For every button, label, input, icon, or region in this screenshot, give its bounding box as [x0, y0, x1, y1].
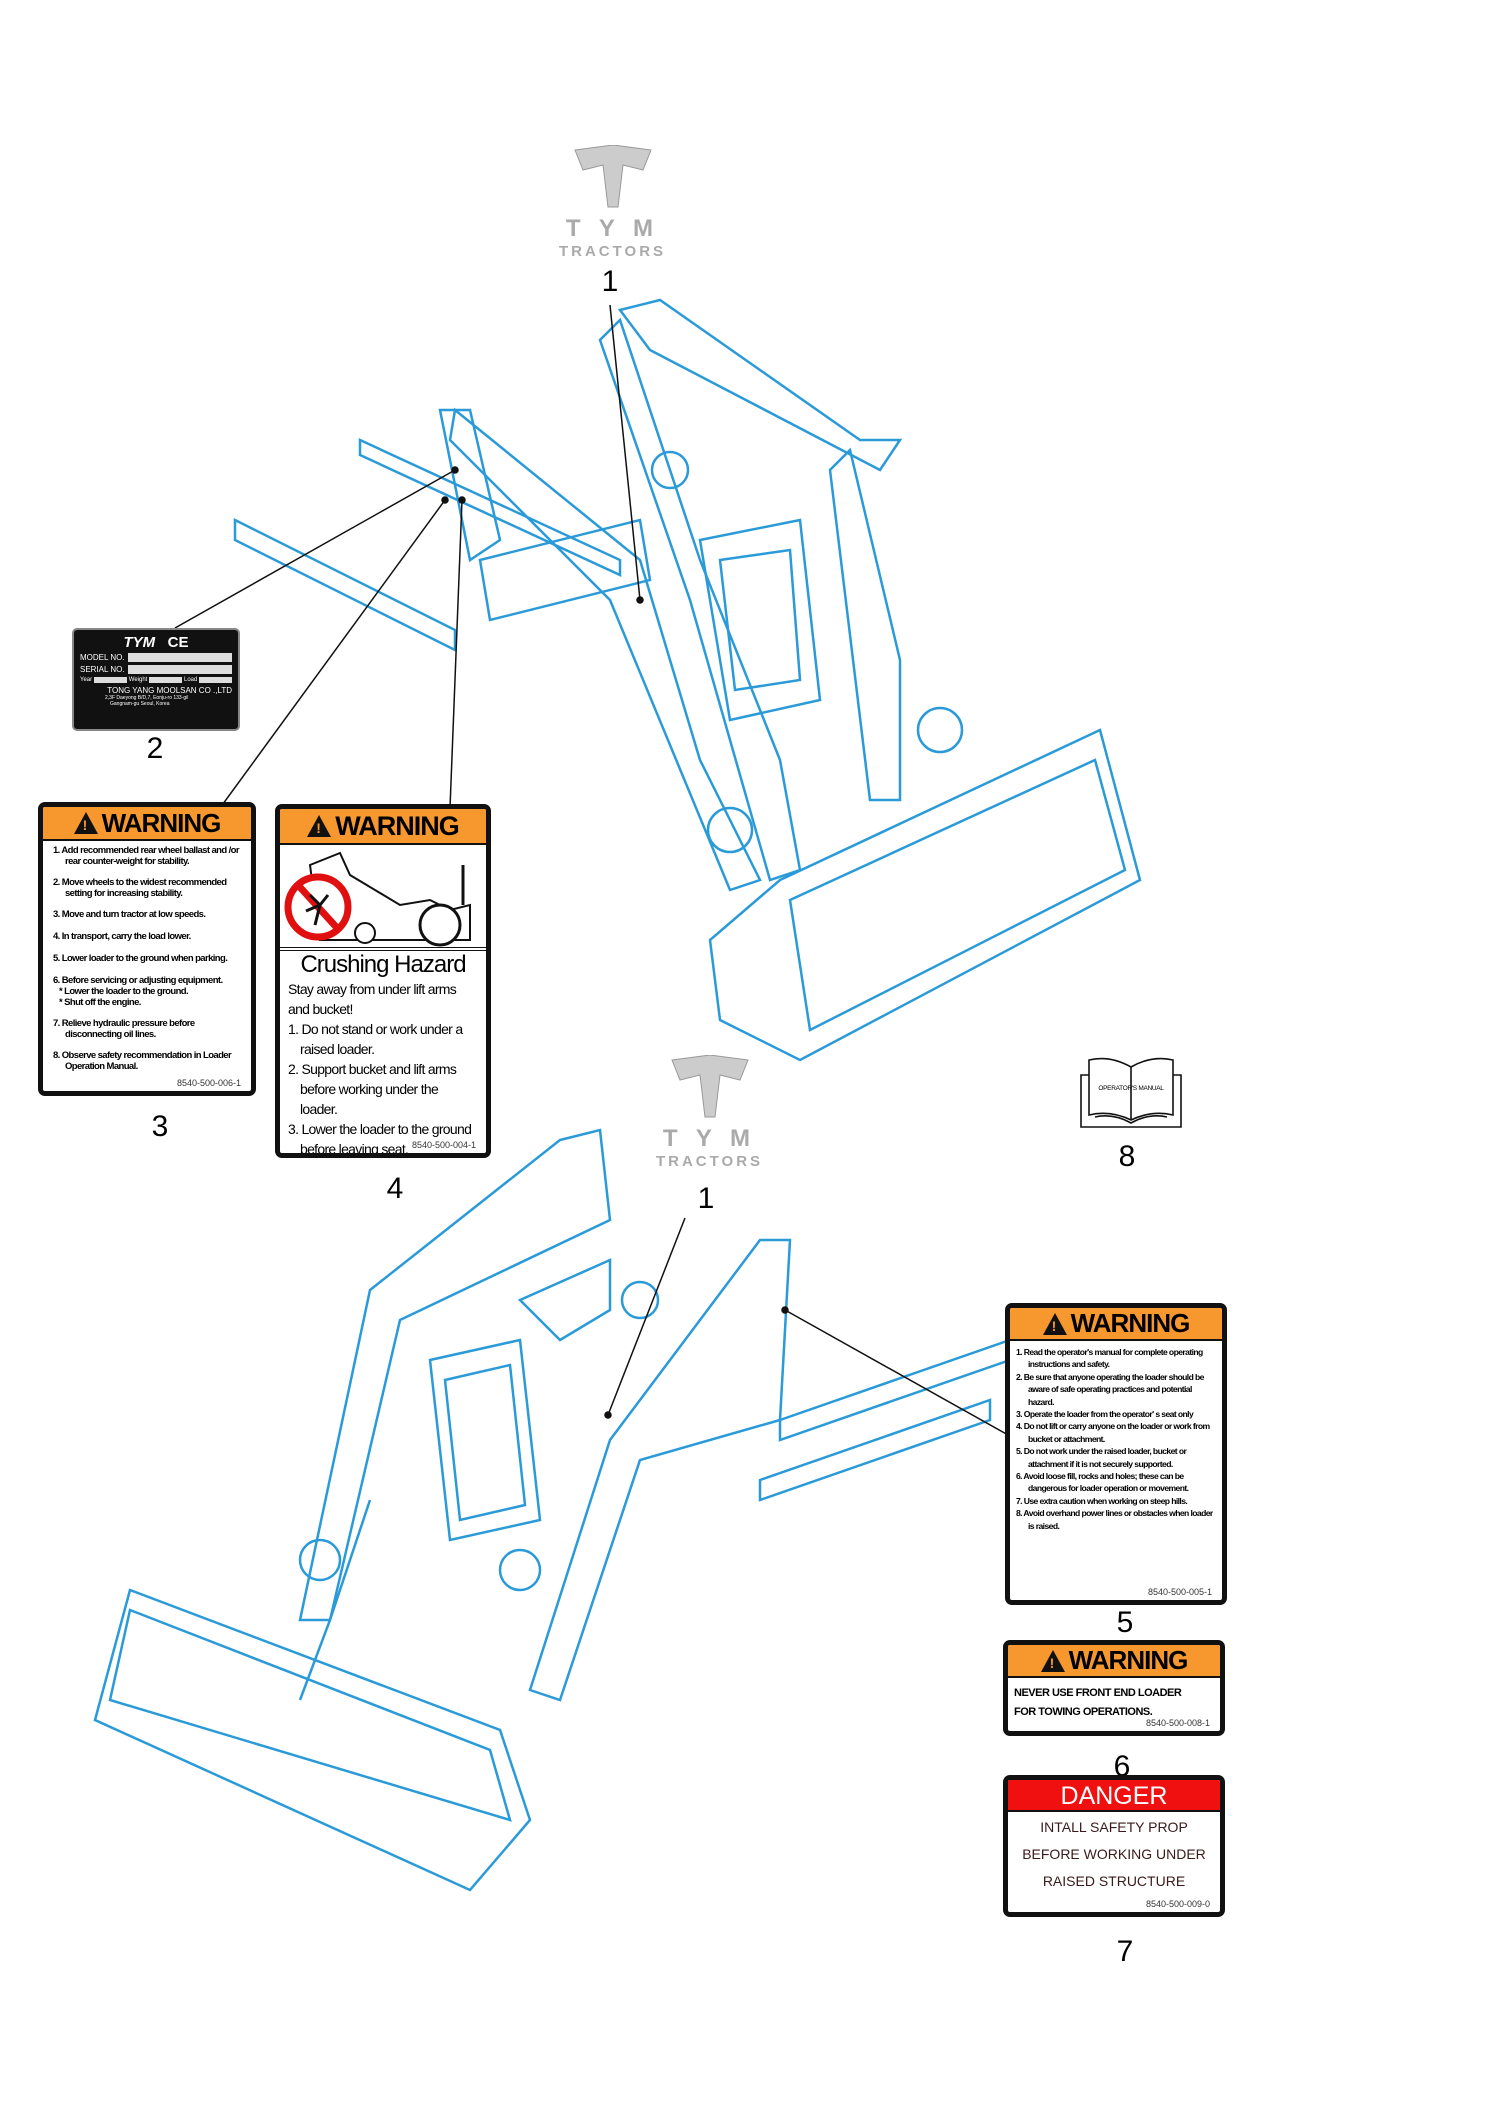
logo-brand: T Y M: [662, 1125, 757, 1152]
crushing-hazard-pictogram: [280, 845, 486, 951]
decal-line-2: BEFORE WORKING UNDER: [1022, 1846, 1206, 1862]
decal-item: 5. Do not work under the raised loader, …: [1016, 1446, 1187, 1469]
serial-plate: TYM CE MODEL NO. SERIAL NO. Year Weight Lo…: [72, 628, 240, 731]
warning-decal-3: WARNING 1. Add recommended rear wheel ba…: [38, 802, 256, 1096]
plate-address-2: Gangnam-gu Seoul, Korea: [110, 701, 170, 707]
decal-item: 2. Move wheels to the widest recommended…: [53, 877, 227, 899]
decal-title: DANGER: [1008, 1780, 1220, 1812]
callout-3: 3: [151, 1110, 169, 1143]
manual-label: OPERATOR'S MANUAL: [1098, 1085, 1164, 1092]
callout-7: 7: [1116, 1935, 1134, 1968]
model-label: MODEL NO.: [80, 653, 125, 662]
warning-triangle-icon: [1040, 1649, 1065, 1672]
tym-emblem-icon: [670, 1054, 749, 1118]
callout-1-lower: 1: [697, 1182, 715, 1215]
leader-lines: [174, 304, 1018, 1441]
decal-line-1: INTALL SAFETY PROP: [1040, 1819, 1188, 1835]
warning-triangle-icon: [73, 812, 98, 834]
warning-triangle-icon: [1042, 1312, 1067, 1335]
decal-item: 2. Be sure that anyone operating the loa…: [1016, 1371, 1204, 1407]
plate-address-1: 2,3F Daeyong B/D,7, Eonju-ro 133-gil: [105, 695, 189, 701]
callout-2: 2: [146, 732, 164, 765]
decal-item: 3. Operate the loader from the operator'…: [1016, 1409, 1194, 1420]
decal-line-2: FOR TOWING OPERATIONS.: [1014, 1706, 1153, 1718]
ce-mark: CE: [167, 634, 189, 651]
warning-triangle-icon: [307, 815, 332, 837]
decal-items: 1. Do not stand or work under a raised l…: [280, 1019, 486, 1157]
decal-line-3: RAISED STRUCTURE: [1042, 1873, 1186, 1889]
decal-heading: Crushing Hazard: [300, 951, 466, 978]
upper-loader-drawing: [233, 298, 1142, 1062]
decal-item: 8. Avoid overhand power lines or obstacl…: [1016, 1508, 1213, 1531]
decal-item: 1. Read the operator's manual for comple…: [1016, 1347, 1203, 1370]
warning-decal-6: WARNING NEVER USE FRONT END LOADER FOR T…: [1003, 1640, 1225, 1736]
decal-item: 7. Use extra caution when working on ste…: [1016, 1495, 1188, 1506]
decal-item: 2. Support bucket and lift arms before w…: [288, 1061, 457, 1117]
callout-1-upper: 1: [601, 265, 619, 298]
part-code: 8540-500-008-1: [1145, 1718, 1210, 1728]
plate-company: TONG YANG MOOLSAN CO .,LTD: [107, 686, 232, 695]
lower-loader-drawing: [93, 1128, 1012, 1892]
tym-logo-lower: T Y M TRACTORS: [652, 1054, 767, 1170]
decal-item: 4. Do not lift or carry anyone on the lo…: [1016, 1421, 1210, 1444]
callout-4: 4: [386, 1172, 404, 1205]
decal-item: 1. Add recommended rear wheel ballast an…: [53, 845, 240, 867]
decal-item: 6. Avoid loose fill, rocks and holes; th…: [1016, 1471, 1189, 1494]
decal-item: * Lower the loader to the ground.: [59, 986, 189, 997]
warning-decal-4: WARNING Crushing Hazard Stay away from u…: [275, 804, 491, 1158]
weight-label: Weight: [128, 677, 148, 683]
decal-item: 6. Before servicing or adjusting equipme…: [53, 975, 223, 986]
decal-title: WARNING: [335, 810, 459, 841]
decal-intro: Stay away from under lift arms and bucke…: [288, 981, 457, 1017]
plate-brand: TYM: [123, 634, 156, 651]
decal-item: 4. In transport, carry the load lower.: [53, 931, 191, 942]
decal-title: WARNING: [1068, 1645, 1189, 1675]
operators-manual-book-icon: OPERATOR'S MANUAL: [1075, 1055, 1187, 1135]
logo-brand: T Y M: [565, 215, 660, 242]
tym-logo-upper: T Y M TRACTORS: [555, 144, 670, 260]
decal-item: * Shut off the engine.: [59, 997, 141, 1008]
tym-emblem-icon: [573, 144, 652, 208]
decal-line-1: NEVER USE FRONT END LOADER: [1014, 1687, 1182, 1699]
decal-item: 1. Do not stand or work under a raised l…: [288, 1021, 463, 1057]
year-label: Year: [80, 677, 93, 683]
logo-subtitle: TRACTORS: [558, 243, 667, 260]
part-code: 8540-500-009-0: [1145, 1899, 1210, 1909]
load-label: Load: [183, 677, 198, 683]
decal-title: WARNING: [101, 807, 222, 838]
decal-title: WARNING: [1070, 1308, 1191, 1338]
serial-label: SERIAL NO.: [80, 665, 125, 674]
decal-item: 7. Relieve hydraulic pressure before dis…: [53, 1018, 195, 1040]
callout-6: 6: [1113, 1750, 1131, 1783]
decal-item: 8. Observe safety recommendation in Load…: [53, 1050, 232, 1072]
logo-subtitle: TRACTORS: [655, 1153, 764, 1170]
decal-items: 1. Read the operator's manual for comple…: [1010, 1341, 1222, 1537]
callout-5: 5: [1116, 1606, 1134, 1639]
warning-decal-5: WARNING 1. Read the operator's manual fo…: [1005, 1303, 1227, 1605]
danger-decal-7: DANGER INTALL SAFETY PROP BEFORE WORKING…: [1003, 1775, 1225, 1917]
decal-item: 5. Lower loader to the ground when parki…: [53, 953, 228, 964]
decal-item: 3. Move and turn tractor at low speeds.: [53, 909, 206, 920]
decal-item: 3. Lower the loader to the ground before…: [288, 1121, 472, 1157]
decal-items: 1. Add recommended rear wheel ballast an…: [43, 841, 251, 1076]
part-code: 8540-500-004-1: [411, 1140, 476, 1150]
callout-8: 8: [1118, 1140, 1136, 1173]
part-code: 8540-500-006-1: [176, 1078, 241, 1088]
part-code: 8540-500-005-1: [1147, 1587, 1212, 1597]
